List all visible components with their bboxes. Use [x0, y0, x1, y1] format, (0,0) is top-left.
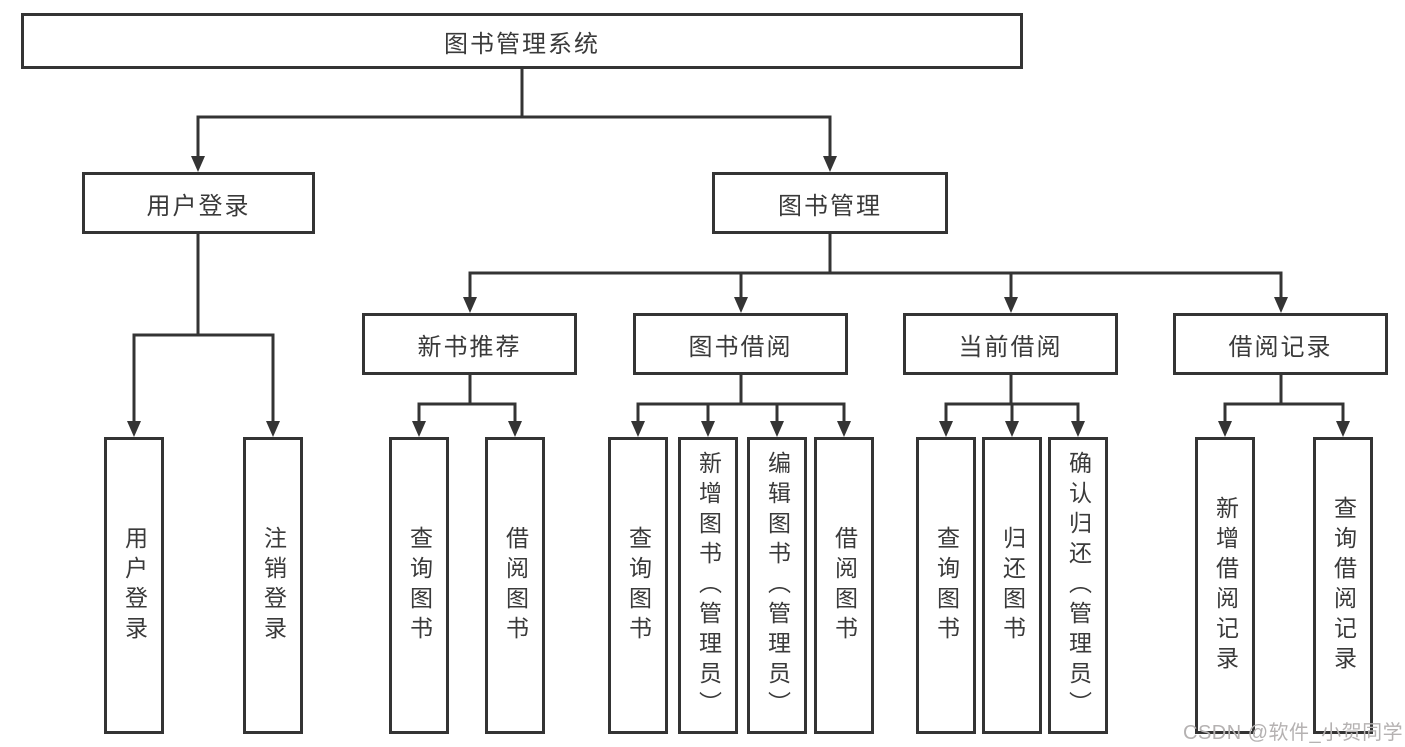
connector-user-login-tee — [132, 234, 275, 423]
arrow-down-icon — [266, 421, 280, 437]
arrowheads — [127, 156, 1350, 437]
leaf-borrow-books-recommend: 借阅图书 — [485, 437, 545, 734]
leaf-confirm-return-admin: 确认归还（管理员） — [1048, 437, 1108, 734]
node-book-borrow: 图书借阅 — [633, 313, 848, 375]
node-new-book-recommend-label: 新书推荐 — [417, 333, 522, 361]
node-book-management-label: 图书管理 — [778, 192, 882, 220]
leaf-query-books-borrow: 查询图书 — [608, 437, 668, 734]
leaf-add-books-admin-label: 新增图书（管理员） — [695, 450, 722, 721]
arrow-down-icon — [823, 156, 837, 172]
leaf-query-borrow-record-label: 查询借阅记录 — [1330, 495, 1357, 676]
node-current-borrow: 当前借阅 — [903, 313, 1118, 375]
node-user-login: 用户登录 — [82, 172, 315, 234]
connector-book-borrow-tee — [636, 375, 846, 423]
arrow-down-icon — [127, 421, 141, 437]
leaf-query-books-recommend-label: 查询图书 — [406, 525, 433, 646]
leaf-confirm-return-admin-label: 确认归还（管理员） — [1065, 450, 1092, 721]
arrow-down-icon — [1004, 297, 1018, 313]
node-user-login-label: 用户登录 — [146, 192, 251, 220]
arrow-down-icon — [939, 421, 953, 437]
leaf-query-books-recommend: 查询图书 — [389, 437, 449, 734]
arrow-down-icon — [701, 421, 715, 437]
leaf-query-books-current-label: 查询图书 — [933, 525, 960, 646]
node-book-management: 图书管理 — [712, 172, 948, 234]
node-current-borrow-label: 当前借阅 — [958, 333, 1063, 361]
arrow-down-icon — [1005, 421, 1019, 437]
arrow-down-icon — [1336, 421, 1350, 437]
node-book-borrow-label: 图书借阅 — [688, 333, 793, 361]
leaf-query-books-current: 查询图书 — [916, 437, 976, 734]
arrow-down-icon — [1218, 421, 1232, 437]
connector-borrow-records-tee — [1223, 375, 1345, 423]
arrow-down-icon — [508, 421, 522, 437]
leaf-query-borrow-record: 查询借阅记录 — [1313, 437, 1373, 734]
leaf-edit-books-admin-label: 编辑图书（管理员） — [764, 450, 791, 721]
leaf-borrow-books-recommend-label: 借阅图书 — [502, 525, 529, 646]
leaf-add-books-admin: 新增图书（管理员） — [678, 437, 738, 734]
leaf-edit-books-admin: 编辑图书（管理员） — [747, 437, 807, 734]
leaf-logout: 注销登录 — [243, 437, 303, 734]
arrow-down-icon — [1071, 421, 1085, 437]
leaf-add-borrow-record: 新增借阅记录 — [1195, 437, 1255, 734]
arrow-down-icon — [191, 156, 205, 172]
connector-new-book-tee — [417, 375, 517, 423]
node-root-label: 图书管理系统 — [444, 30, 600, 58]
leaf-borrow-books: 借阅图书 — [814, 437, 874, 734]
arrow-down-icon — [734, 297, 748, 313]
arrow-down-icon — [837, 421, 851, 437]
node-borrow-records: 借阅记录 — [1173, 313, 1388, 375]
node-borrow-records-label: 借阅记录 — [1228, 333, 1333, 361]
arrow-down-icon — [463, 297, 477, 313]
connector-book-management-tee — [468, 234, 1283, 299]
node-root: 图书管理系统 — [21, 13, 1023, 69]
connector-level2-tee — [196, 115, 832, 158]
node-new-book-recommend: 新书推荐 — [362, 313, 577, 375]
leaf-user-login: 用户登录 — [104, 437, 164, 734]
leaf-query-books-borrow-label: 查询图书 — [625, 525, 652, 646]
arrow-down-icon — [412, 421, 426, 437]
leaf-user-login-label: 用户登录 — [121, 525, 148, 646]
leaf-borrow-books-label: 借阅图书 — [831, 525, 858, 646]
arrow-down-icon — [770, 421, 784, 437]
arrow-down-icon — [1274, 297, 1288, 313]
connector-current-borrow-tee — [944, 375, 1080, 423]
arrow-down-icon — [631, 421, 645, 437]
watermark: CSDN @软件_小贺同学 — [1183, 722, 1404, 744]
leaf-return-books: 归还图书 — [982, 437, 1042, 734]
leaf-add-borrow-record-label: 新增借阅记录 — [1212, 495, 1239, 676]
leaf-return-books-label: 归还图书 — [999, 525, 1026, 646]
leaf-logout-label: 注销登录 — [260, 525, 287, 646]
